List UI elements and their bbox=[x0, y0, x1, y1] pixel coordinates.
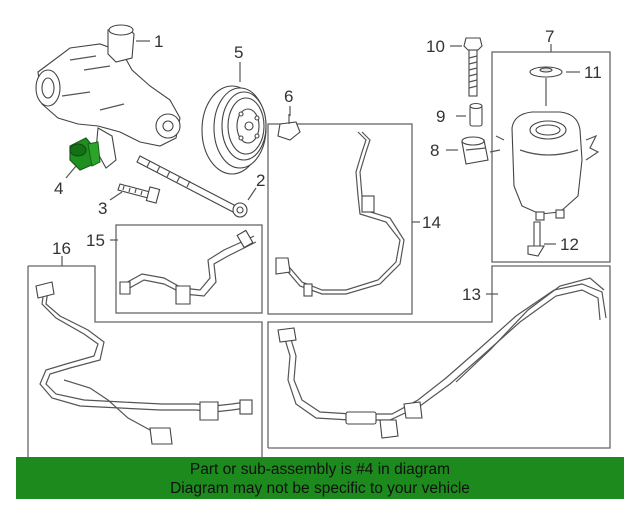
pulley-5 bbox=[201, 85, 267, 175]
power-steering-pump bbox=[35, 24, 181, 169]
callout-9: 9 bbox=[436, 107, 445, 126]
reservoir-7 bbox=[489, 111, 600, 221]
callout-16: 16 bbox=[52, 239, 71, 258]
bolt-6 bbox=[277, 114, 301, 141]
box-14-hose bbox=[267, 123, 413, 315]
callout-14: 14 bbox=[422, 213, 441, 232]
part-4-fitting bbox=[69, 137, 101, 171]
callout-1: 1 bbox=[154, 32, 163, 51]
bolt-3 bbox=[117, 183, 161, 204]
callout-4: 4 bbox=[54, 179, 63, 198]
leader-2 bbox=[247, 187, 257, 201]
part-info-banner: Part or sub-assembly is #4 in diagram Di… bbox=[16, 457, 624, 499]
bolt-10 bbox=[463, 37, 483, 97]
callout-2: 2 bbox=[256, 171, 265, 190]
banner-line-part: Part or sub-assembly is #4 in diagram bbox=[189, 461, 451, 478]
callout-7: 7 bbox=[545, 27, 554, 46]
hose-14 bbox=[275, 131, 405, 297]
callout-8: 8 bbox=[430, 141, 439, 160]
cap-11 bbox=[529, 66, 563, 106]
box-15-line bbox=[115, 224, 263, 314]
callout-15: 15 bbox=[86, 231, 105, 250]
box-13-outline bbox=[267, 265, 611, 449]
clip-12 bbox=[527, 221, 545, 257]
callout-6: 6 bbox=[284, 87, 293, 106]
callout-10: 10 bbox=[426, 37, 445, 56]
callout-13: 13 bbox=[462, 285, 481, 304]
leader-4 bbox=[65, 165, 77, 179]
box-16-outline bbox=[27, 265, 263, 459]
grommet-8 bbox=[461, 136, 489, 165]
leader-3 bbox=[109, 191, 123, 201]
callout-11: 11 bbox=[584, 63, 602, 82]
stud-2 bbox=[136, 155, 248, 218]
line-13 bbox=[277, 277, 607, 439]
line-16 bbox=[35, 281, 253, 445]
banner-line-disclaimer: Diagram may not be specific to your vehi… bbox=[170, 480, 470, 497]
callout-12: 12 bbox=[560, 235, 579, 254]
callout-3: 3 bbox=[98, 199, 107, 218]
line-15 bbox=[119, 229, 257, 305]
spacer-9 bbox=[469, 102, 483, 127]
callout-5: 5 bbox=[234, 43, 243, 62]
